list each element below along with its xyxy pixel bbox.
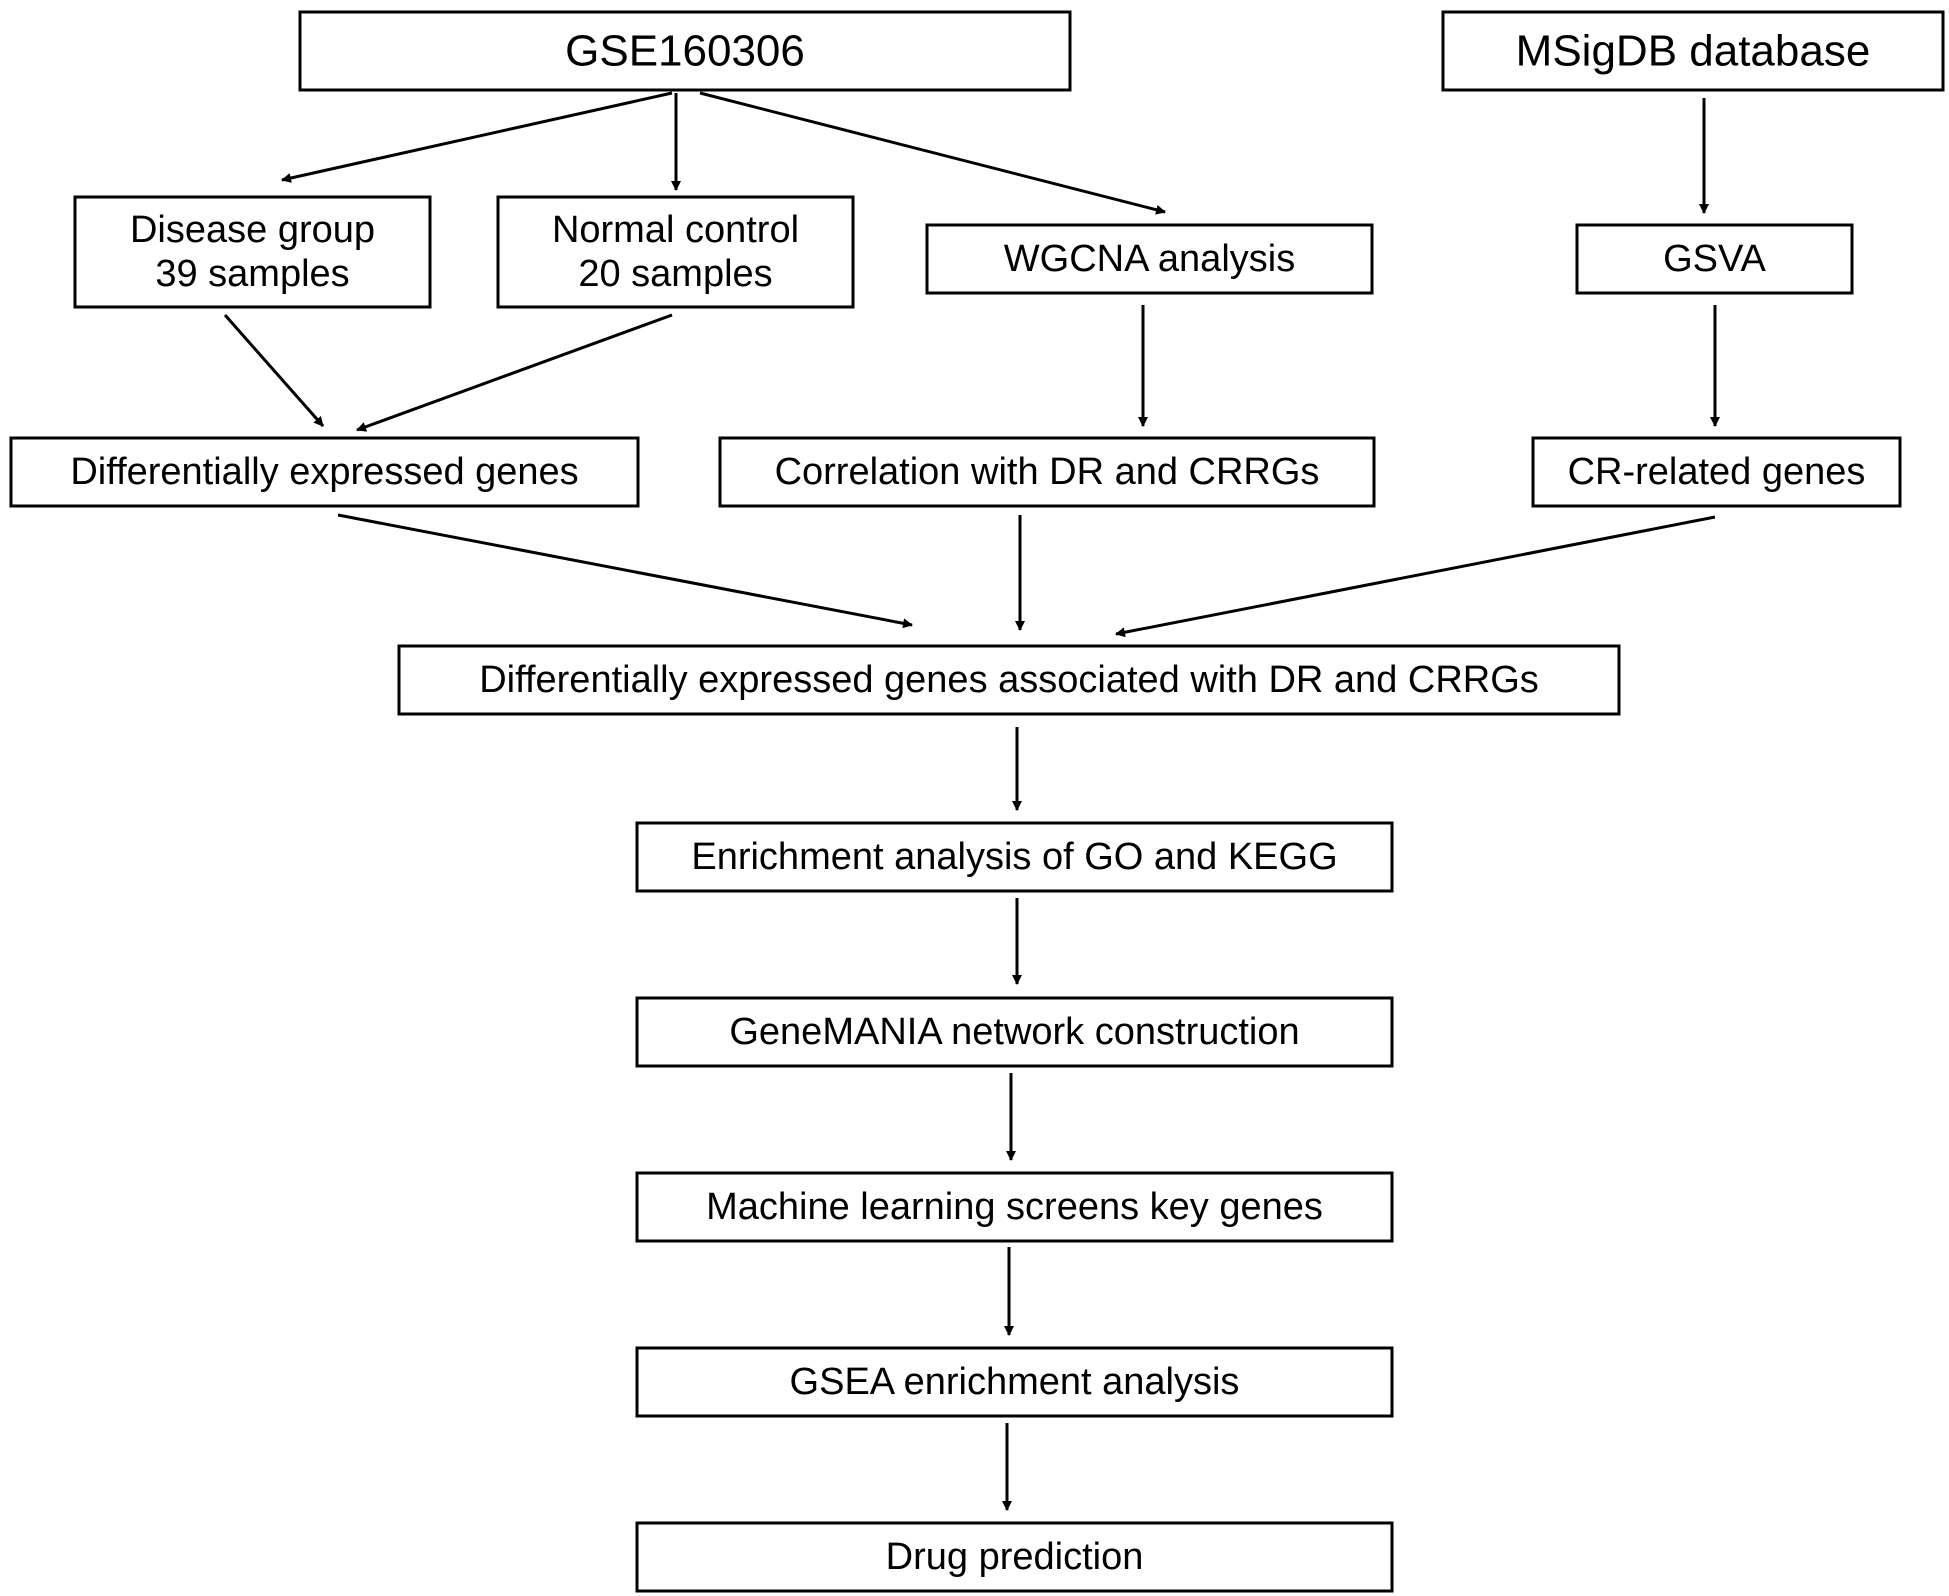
node-genemania-box (635, 996, 1394, 1068)
node-genemania: GeneMANIA network construction (635, 996, 1394, 1068)
node-disease-label: Disease group (130, 209, 375, 251)
node-drug-box (635, 1521, 1394, 1593)
node-genemania-label: GeneMANIA network construction (729, 1011, 1299, 1053)
node-drug-label: Drug prediction (886, 1536, 1144, 1578)
node-wgcna: WGCNA analysis (925, 223, 1374, 295)
node-crgenes: CR-related genes (1531, 436, 1902, 508)
edges (223, 91, 1720, 1511)
node-gsea-box (635, 1346, 1394, 1418)
node-crgenes-label: CR-related genes (1568, 451, 1866, 493)
node-gsva-box (1575, 223, 1854, 295)
node-disease-box (73, 195, 432, 309)
node-gsea: GSEA enrichment analysis (635, 1346, 1394, 1418)
node-gsva: GSVA (1575, 223, 1854, 295)
arrow-gse-to-disease (281, 91, 673, 183)
node-normal-label: Normal control (552, 209, 799, 251)
node-disease-label: 39 samples (155, 253, 349, 295)
node-normal-label: 20 samples (578, 253, 772, 295)
node-wgcna-label: WGCNA analysis (1004, 238, 1295, 280)
node-enrich-label: Enrichment analysis of GO and KEGG (691, 836, 1337, 878)
node-crgenes-box (1531, 436, 1902, 508)
node-drug: Drug prediction (635, 1521, 1394, 1593)
node-msigdb: MSigDB database (1441, 10, 1945, 92)
node-gse-label: GSE160306 (565, 27, 805, 76)
arrow-deg-to-degassoc (337, 513, 913, 629)
node-gse-box (298, 10, 1072, 92)
arrow-disease-to-deg (223, 314, 325, 427)
node-enrich: Enrichment analysis of GO and KEGG (635, 821, 1394, 893)
node-msigdb-box (1441, 10, 1945, 92)
node-deg-label: Differentially expressed genes (70, 451, 578, 493)
node-gsea-label: GSEA enrichment analysis (790, 1361, 1240, 1403)
arrow-gse-to-wgcna (699, 91, 1166, 215)
node-enrich-box (635, 821, 1394, 893)
arrow-crgenes-to-degassoc (1115, 515, 1716, 638)
node-gse: GSE160306 (298, 10, 1072, 92)
node-ml: Machine learning screens key genes (635, 1171, 1394, 1243)
node-degassoc-label: Differentially expressed genes associate… (479, 659, 1539, 701)
node-wgcna-box (925, 223, 1374, 295)
node-normal-box (496, 195, 855, 309)
node-degassoc: Differentially expressed genes associate… (397, 644, 1621, 716)
node-deg: Differentially expressed genes (9, 436, 640, 508)
node-deg-box (9, 436, 640, 508)
arrow-normal-to-deg (356, 313, 673, 432)
node-corr-label: Correlation with DR and CRRGs (775, 451, 1320, 493)
node-corr: Correlation with DR and CRRGs (718, 436, 1376, 508)
node-degassoc-box (397, 644, 1621, 716)
node-corr-box (718, 436, 1376, 508)
node-gsva-label: GSVA (1663, 238, 1766, 280)
node-ml-box (635, 1171, 1394, 1243)
node-msigdb-label: MSigDB database (1516, 27, 1871, 76)
node-ml-label: Machine learning screens key genes (706, 1186, 1323, 1228)
